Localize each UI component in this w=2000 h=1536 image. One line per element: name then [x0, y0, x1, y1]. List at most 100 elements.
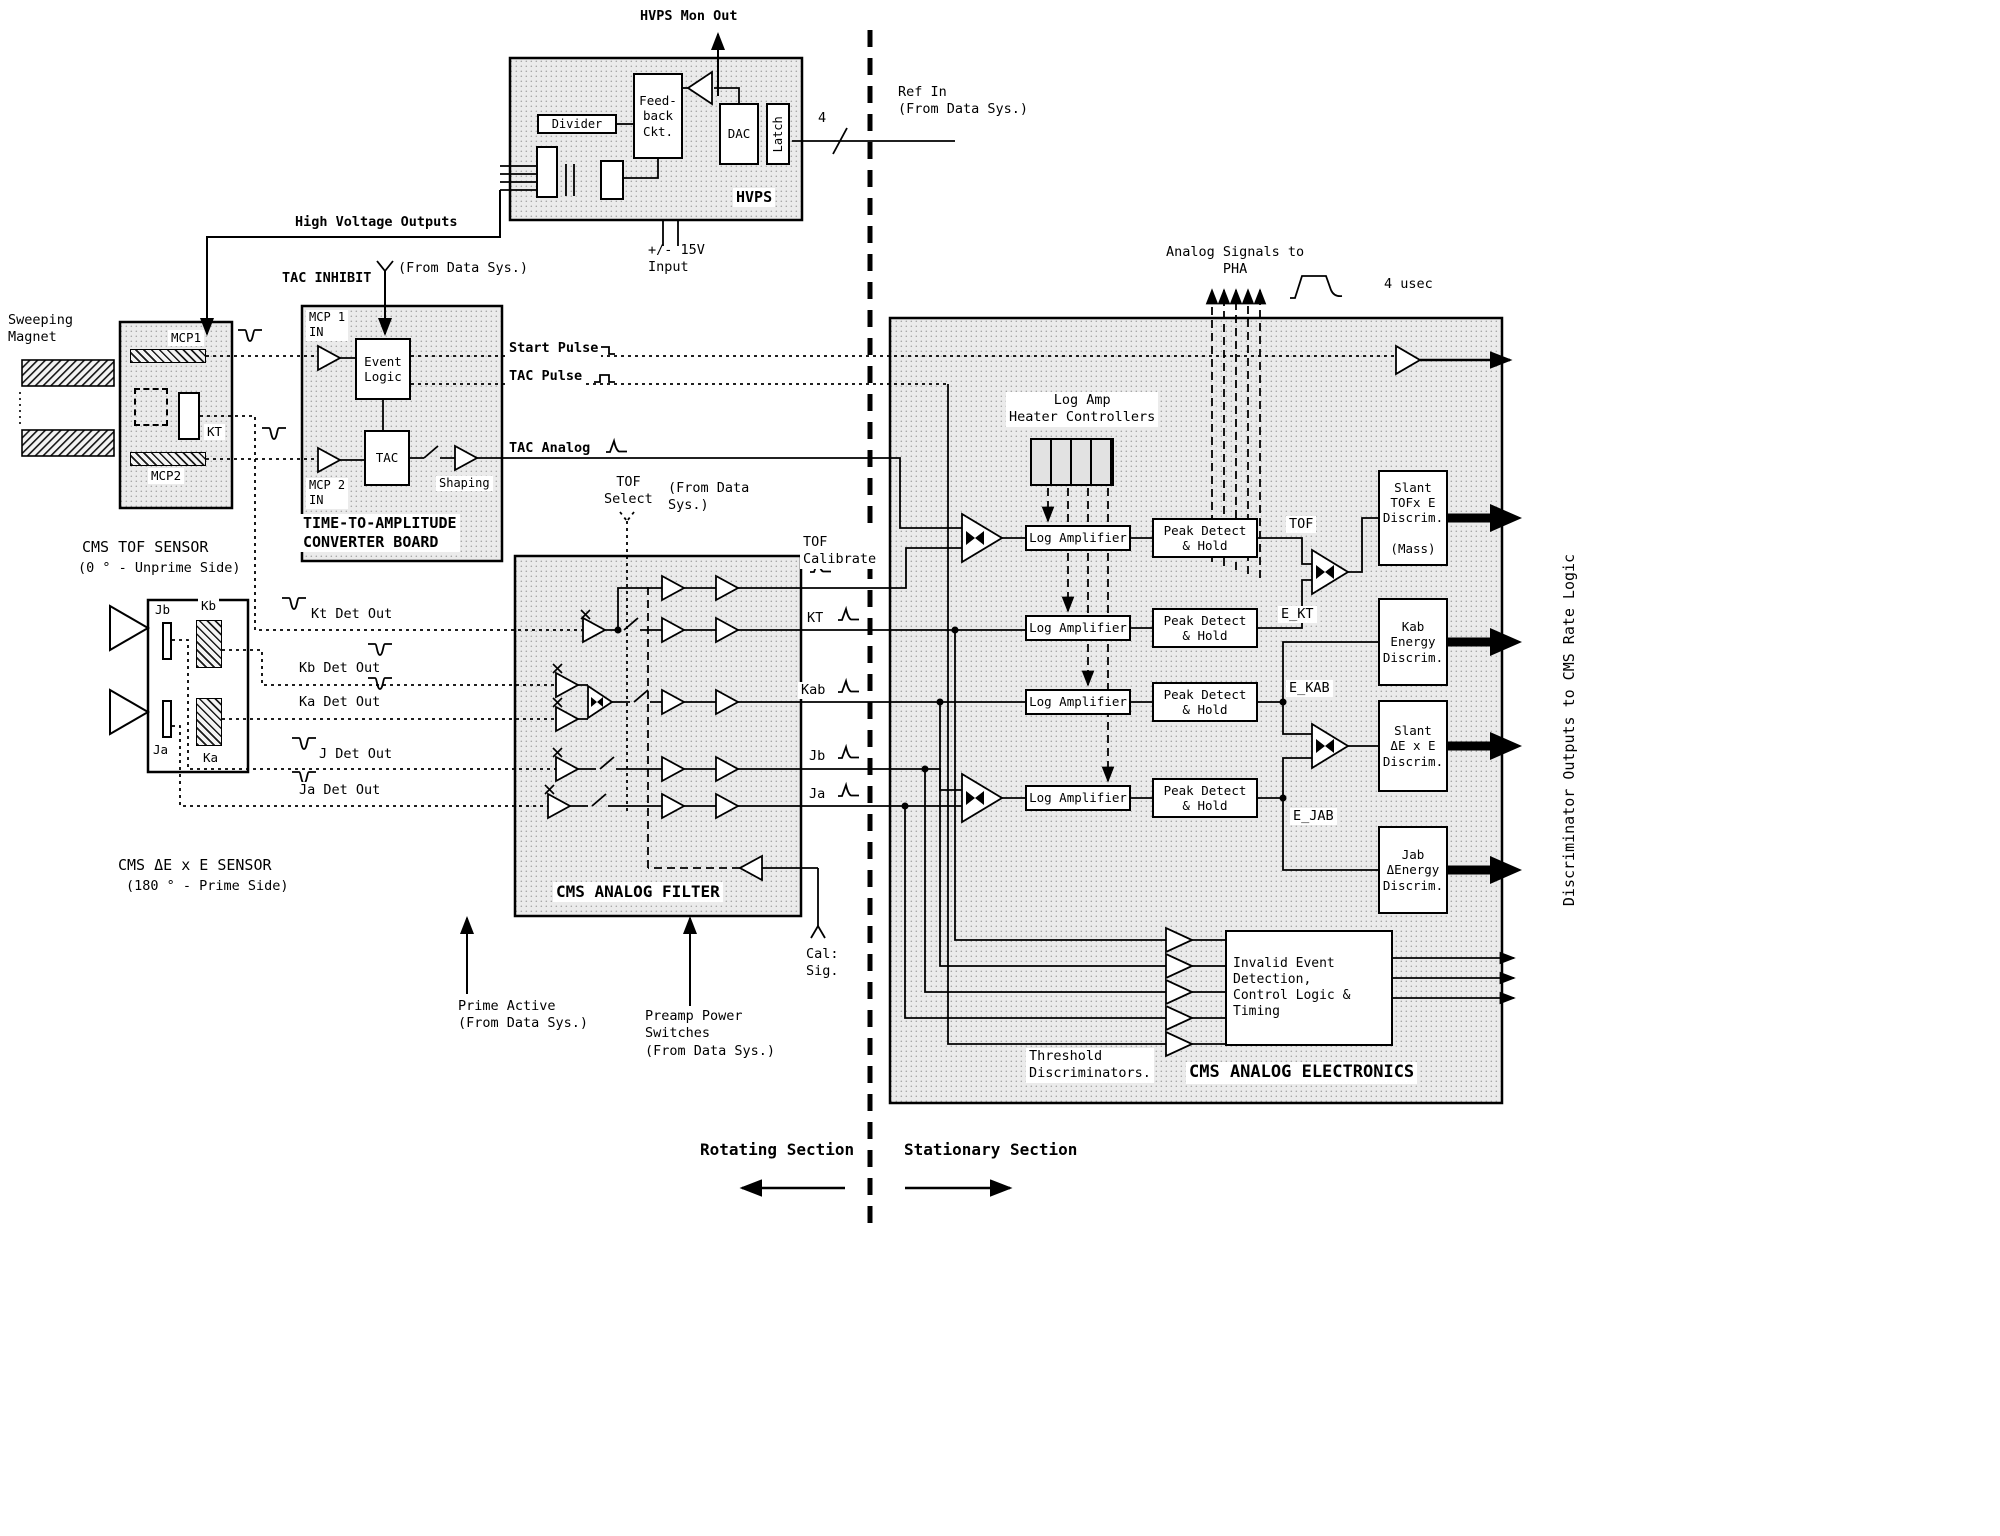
divider-box: Divider: [537, 114, 617, 134]
ka-detector-box: [196, 698, 222, 746]
tof-select-label: TOF Select: [604, 474, 653, 508]
j-det-out-label: J Det Out: [316, 746, 396, 764]
shaping-label: Shaping: [436, 476, 493, 492]
kt-detector-box: [178, 392, 200, 440]
log-amplifier-box: Log Amplifier: [1025, 615, 1131, 641]
supply-in-label: +/- 15V Input: [648, 242, 705, 276]
tac-analog-label: TAC Analog: [506, 440, 594, 458]
tof-calibrate-label: TOF Calibrate: [800, 534, 880, 569]
rate-logic-label: Discriminator Outputs to CMS Rate Logic: [1560, 553, 1578, 907]
peak-detect-box: Peak Detect & Hold: [1152, 682, 1258, 722]
electronics-title: CMS ANALOG ELECTRONICS: [1186, 1062, 1418, 1084]
ref-in-label: Ref In (From Data Sys.): [898, 84, 1029, 118]
sum-icon: [1316, 565, 1334, 579]
heater-label: Log Amp Heater Controllers: [1006, 392, 1159, 427]
dac-label: DAC: [727, 126, 751, 142]
log-amplifier-box: Log Amplifier: [1025, 525, 1131, 551]
kb-label: Kb: [198, 598, 220, 614]
jb-detector-bar: [162, 622, 172, 660]
sum-icon: [966, 791, 984, 805]
preamp-ka-icon: [555, 705, 580, 733]
slant-dexe-discrim-box: Slant ΔE x E Discrim.: [1378, 700, 1448, 792]
filter-out-kt-label: KT: [804, 610, 827, 628]
slant-tofe-discrim-box: Slant TOFx E Discrim. (Mass): [1378, 470, 1448, 566]
preamp-switch-x-icons: [544, 609, 591, 795]
log-amplifier-box: Log Amplifier: [1025, 785, 1131, 811]
sum-icon: [966, 531, 984, 545]
filter-out-ja-label: Ja: [806, 786, 829, 804]
analog-pulse-icon: [606, 437, 627, 453]
filter-title: CMS ANALOG FILTER: [553, 882, 723, 903]
sum-icons: [591, 531, 1334, 805]
ka-det-out-label: Ka Det Out: [296, 694, 384, 712]
threshold-discriminator-icon: [1165, 978, 1195, 1006]
rotating-section-label: Rotating Section: [700, 1140, 855, 1159]
hvps-module-box: [536, 146, 558, 198]
tac-inhibit-src-label: (From Data Sys.): [398, 260, 529, 276]
stationary-section-label: Stationary Section: [904, 1140, 1078, 1159]
sweeping-magnet-label: Sweeping Magnet: [8, 312, 74, 346]
e-kab-label: E_KAB: [1286, 680, 1333, 698]
cal-sig-label: Cal: Sig.: [806, 946, 839, 980]
invalid-event-label: Invalid Event Detection, Control Logic &…: [1233, 956, 1351, 1019]
filter-out-kab-label: Kab: [798, 682, 829, 700]
pha-label: Analog Signals to PHA: [1166, 244, 1305, 278]
preamp-kb-icon: [555, 671, 580, 699]
kb-detector-box: [196, 620, 222, 668]
dexe-sensor-title: CMS ΔE x E SENSOR: [118, 856, 272, 874]
ja-detector-bar: [162, 700, 172, 738]
ja-label: Ja: [150, 742, 172, 758]
peak-detect-label: Peak Detect & Hold: [1163, 612, 1247, 643]
cal-buffer-amp-icon: [738, 854, 763, 882]
peak-detect-label: Peak Detect & Hold: [1163, 782, 1247, 813]
sweeping-magnet-icon: [19, 359, 150, 736]
tac-board-title: TIME-TO-AMPLITUDE CONVERTER BOARD: [300, 514, 460, 553]
invalid-event-box: Invalid Event Detection, Control Logic &…: [1225, 930, 1393, 1046]
dac-box: DAC: [719, 103, 759, 165]
junction-dots: [614, 626, 1287, 810]
detector-pulse-icon: [368, 643, 392, 656]
heater-controllers-box: [1030, 438, 1114, 486]
hvps-module-box: [600, 160, 624, 200]
slant-tofe-discrim-label: Slant TOFx E Discrim. (Mass): [1382, 479, 1444, 556]
tof-select-src-label: (From Data Sys.): [668, 480, 750, 514]
threshold-discriminator-icon: [1165, 1030, 1195, 1058]
filter-out-jb-label: Jb: [806, 748, 829, 766]
preamp-ja-icon: [547, 792, 572, 820]
preamp-power-label: Preamp Power Switches (From Data Sys.): [645, 1008, 776, 1059]
peak-detect-label: Peak Detect & Hold: [1163, 686, 1247, 717]
preamp-jb-icon: [555, 755, 580, 783]
hvps-mon-out-label: HVPS Mon Out: [640, 8, 738, 24]
divider-label: Divider: [551, 116, 603, 131]
prime-active-label: Prime Active (From Data Sys.): [458, 998, 589, 1032]
wires-solid: [200, 32, 1516, 1045]
wires-dotted: [172, 355, 1396, 812]
threshold-discriminator-icon: [1165, 952, 1195, 980]
detector-pulse-icon: [292, 737, 316, 750]
tac-label: TAC: [375, 450, 399, 466]
shaping-amp-icon: [454, 444, 479, 472]
ja-det-out-label: Ja Det Out: [296, 782, 384, 800]
kt-det-out-label: Kt Det Out: [308, 606, 396, 624]
horn-icon: [109, 604, 150, 652]
mcp2-bar: [130, 452, 206, 466]
tac-box: TAC: [364, 430, 410, 486]
latch-box: Latch: [766, 103, 790, 165]
bus-width-label: 4: [818, 110, 827, 126]
start-pulse-label: Start Pulse: [506, 340, 602, 358]
event-logic-label: Event Logic: [364, 353, 402, 384]
mcp2-in-label: MCP 2 IN: [306, 478, 349, 509]
log-amplifier-box: Log Amplifier: [1025, 689, 1131, 715]
mcp2-label: MCP2: [148, 468, 185, 484]
analog-pulse-icon: [838, 605, 859, 621]
kab-energy-discrim-box: Kab Energy Discrim.: [1378, 598, 1448, 686]
hvps-amp-icon: [686, 70, 713, 106]
horn-icon: [109, 688, 150, 736]
feedback-box: Feed- back Ckt.: [633, 73, 683, 159]
mcp1-bar: [130, 349, 206, 363]
slant-dexe-discrim-label: Slant ΔE x E Discrim.: [1382, 723, 1444, 769]
waveform-icons: [238, 275, 1343, 797]
log-amplifier-label: Log Amplifier: [1029, 790, 1127, 806]
hvps-title: HVPS: [733, 188, 776, 208]
